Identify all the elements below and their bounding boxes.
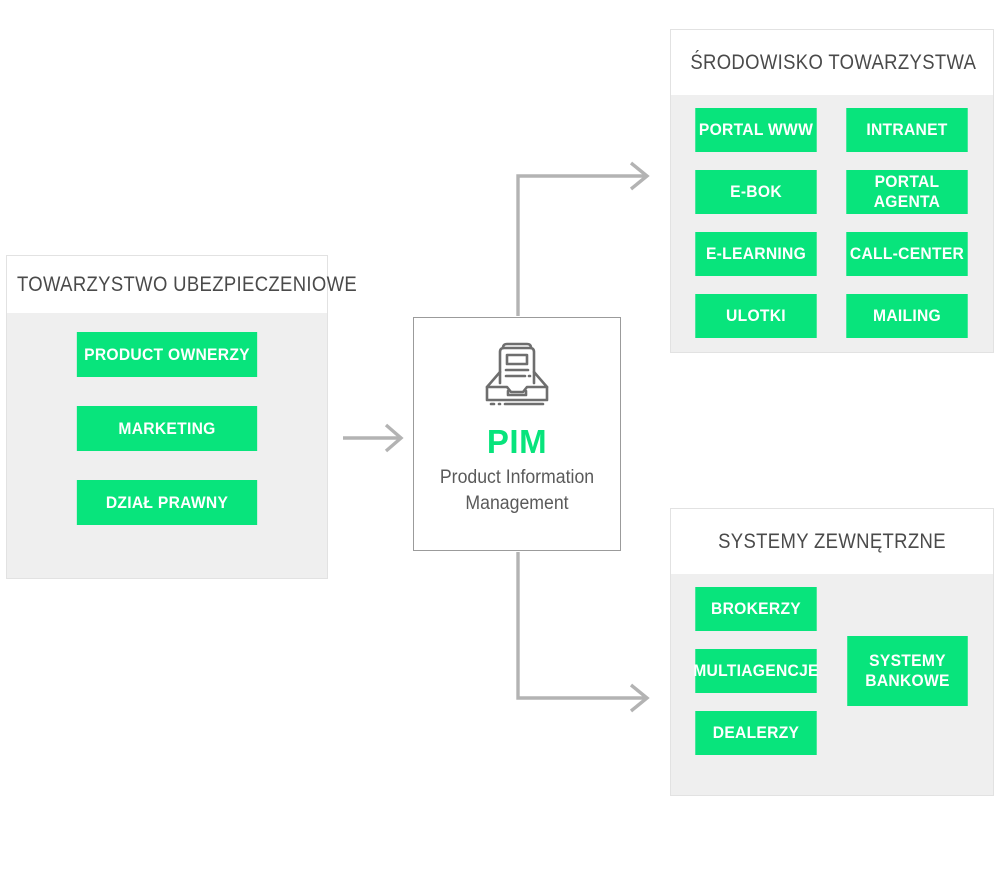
- chip-multiagencje[interactable]: MULTIAGENCJE: [693, 649, 819, 693]
- chip-ulotki[interactable]: ULOTKI: [695, 294, 817, 338]
- pim-to-external-arrow: [516, 552, 650, 713]
- chip-call-center[interactable]: CALL-CENTER: [846, 232, 968, 276]
- panel-company-environment-header: ŚRODOWISKO TOWARZYSTWA: [671, 30, 993, 95]
- chip-e-bok-label: E-BOK: [730, 182, 782, 202]
- left-to-pim-arrow: [343, 423, 404, 453]
- chip-e-bok[interactable]: E-BOK: [695, 170, 817, 214]
- chip-product-owners[interactable]: PRODUCT OWNERZY: [76, 332, 258, 377]
- chip-product-owners-label: PRODUCT OWNERZY: [84, 344, 250, 364]
- pim-card[interactable]: PIM Product Information Management: [413, 317, 621, 551]
- pim-full-name-line1: Product Information: [439, 467, 595, 488]
- chip-mailing[interactable]: MAILING: [846, 294, 968, 338]
- panel-external-systems-title: SYSTEMY ZEWNĘTRZNE: [718, 529, 946, 553]
- chip-brokerzy-label: BROKERZY: [711, 599, 801, 619]
- panel-insurance-company: TOWARZYSTWO UBEZPIECZENIOWE PRODUCT OWNE…: [6, 255, 357, 579]
- chip-mailing-label: MAILING: [873, 306, 941, 326]
- chip-systemy-bankowe-label-line1: SYSTEMY: [869, 651, 946, 671]
- chip-portal-agenta[interactable]: PORTAL AGENTA: [846, 170, 968, 214]
- chip-legal-department[interactable]: DZIAŁ PRAWNY: [76, 480, 258, 525]
- panel-company-environment: ŚRODOWISKO TOWARZYSTWA PORTAL WWW E-BOK …: [670, 29, 994, 353]
- chip-marketing[interactable]: MARKETING: [76, 406, 258, 451]
- pim-to-environment-arrow: [516, 161, 650, 316]
- chip-marketing-label: MARKETING: [118, 418, 216, 438]
- chip-portal-agenta-label: PORTAL AGENTA: [873, 172, 941, 211]
- chip-systemy-bankowe[interactable]: SYSTEMY BANKOWE: [847, 636, 968, 706]
- chip-dealerzy-label: DEALERZY: [712, 723, 800, 743]
- chip-portal-www-label: PORTAL WWW: [698, 120, 814, 140]
- panel-external-systems: SYSTEMY ZEWNĘTRZNE BROKERZY MULTIAGENCJE…: [670, 508, 994, 796]
- chip-ulotki-label: ULOTKI: [726, 306, 786, 326]
- panel-external-systems-header: SYSTEMY ZEWNĘTRZNE: [671, 509, 993, 574]
- pim-abbreviation: PIM: [486, 423, 548, 460]
- chip-dealerzy[interactable]: DEALERZY: [695, 711, 817, 755]
- panel-company-environment-title: ŚRODOWISKO TOWARZYSTWA: [690, 50, 977, 74]
- chip-intranet-label: INTRANET: [866, 120, 948, 140]
- panel-insurance-company-title: TOWARZYSTWO UBEZPIECZENIOWE: [17, 272, 358, 296]
- chip-legal-department-label: DZIAŁ PRAWNY: [105, 492, 229, 512]
- chip-call-center-label: CALL-CENTER: [849, 244, 965, 264]
- document-tray-icon: [481, 342, 553, 413]
- panel-insurance-company-body: PRODUCT OWNERZY MARKETING DZIAŁ PRAWNY: [7, 313, 327, 579]
- panel-company-environment-body: PORTAL WWW E-BOK E-LEARNING ULOTKI INTRA…: [671, 95, 993, 354]
- chip-brokerzy[interactable]: BROKERZY: [695, 587, 817, 631]
- chip-e-learning[interactable]: E-LEARNING: [695, 232, 817, 276]
- chip-e-learning-label: E-LEARNING: [705, 244, 807, 264]
- panel-insurance-company-header: TOWARZYSTWO UBEZPIECZENIOWE: [7, 256, 357, 313]
- chip-multiagencje-label: MULTIAGENCJE: [693, 661, 819, 681]
- pim-full-name-line2: Management: [465, 492, 569, 514]
- chip-systemy-bankowe-label-line2: BANKOWE: [865, 671, 950, 690]
- pim-full-name: Product Information Management: [429, 465, 606, 516]
- panel-external-systems-body: BROKERZY MULTIAGENCJE DEALERZY SYSTEMY B…: [671, 574, 993, 797]
- chip-intranet[interactable]: INTRANET: [846, 108, 968, 152]
- chip-portal-www[interactable]: PORTAL WWW: [695, 108, 817, 152]
